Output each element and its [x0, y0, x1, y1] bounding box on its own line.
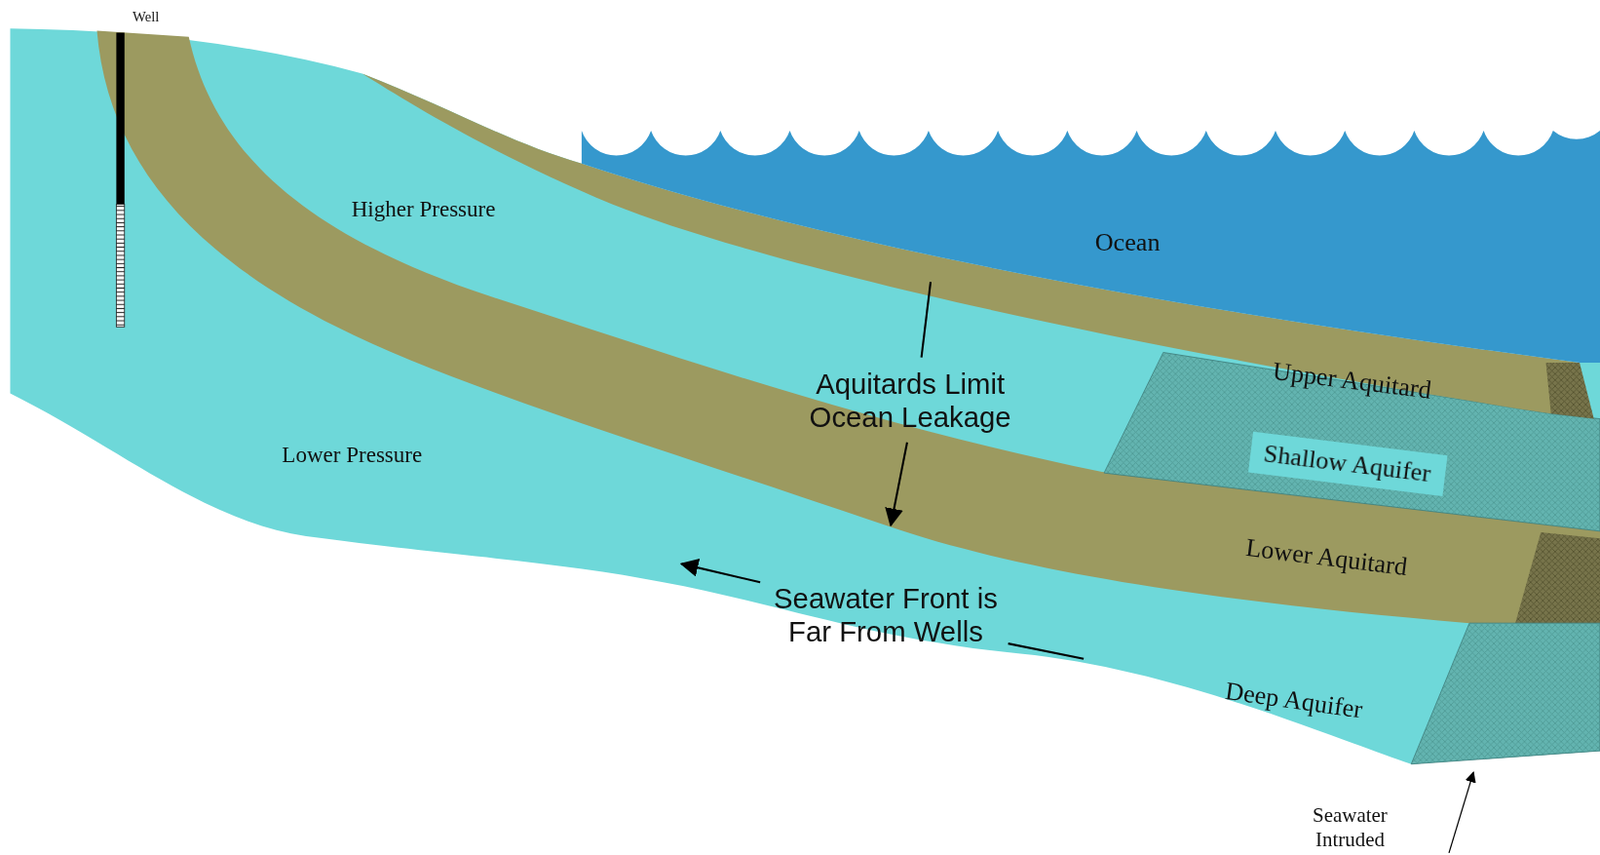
leakage-arrow: [890, 442, 908, 526]
leader-line: [1448, 771, 1474, 853]
well-casing: [115, 33, 124, 205]
callout-text: Seawater Intruded: [1294, 803, 1407, 851]
lower-aquitard-seawater: [1515, 532, 1600, 623]
front-arrow: [682, 563, 762, 582]
callout-text: Aquitards Limit Ocean Leakage: [787, 368, 1032, 434]
ground-aquifer: [9, 28, 1600, 763]
leader-line: [1008, 643, 1084, 659]
ocean: [581, 130, 1600, 363]
leader-line: [921, 281, 931, 358]
well-label: Well: [132, 8, 159, 26]
deep-seawater-zone: [1410, 622, 1600, 764]
ocean-label: Ocean: [1095, 228, 1161, 258]
upper-aquitard-seawater: [1545, 362, 1594, 420]
callout-text: Seawater Front is Far From Wells: [752, 582, 1020, 648]
lower-aquitard-band: [96, 30, 1600, 623]
pressure-label: Lower Pressure: [281, 441, 422, 468]
pressure-label: Higher Pressure: [351, 196, 496, 224]
well-screen: [115, 204, 124, 328]
